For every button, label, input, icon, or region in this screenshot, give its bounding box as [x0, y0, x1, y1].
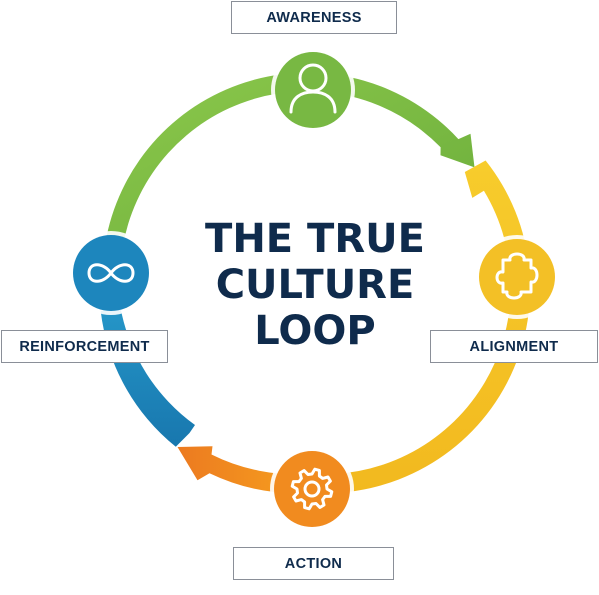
person-icon [289, 63, 337, 114]
action-label: ACTION [233, 547, 394, 580]
awareness-label: AWARENESS [231, 1, 397, 34]
awareness-arrow [106, 72, 475, 243]
alignment-arrow [307, 160, 531, 494]
alignment-node [475, 235, 559, 319]
title-line-1: THE TRUE [205, 216, 425, 262]
reinforcement-label: REINFORCEMENT [1, 330, 168, 363]
awareness-node [271, 48, 355, 132]
puzzle-piece-icon [495, 252, 539, 300]
title-line-2: CULTURE [215, 262, 415, 308]
title-line-3: LOOP [254, 308, 376, 354]
alignment-label: ALIGNMENT [430, 330, 598, 363]
diagram-title: THE TRUE CULTURE LOOP [175, 216, 455, 354]
gear-icon [290, 467, 334, 511]
reinforcement-node [69, 231, 153, 315]
action-node [270, 447, 354, 531]
infinity-icon [87, 263, 135, 283]
